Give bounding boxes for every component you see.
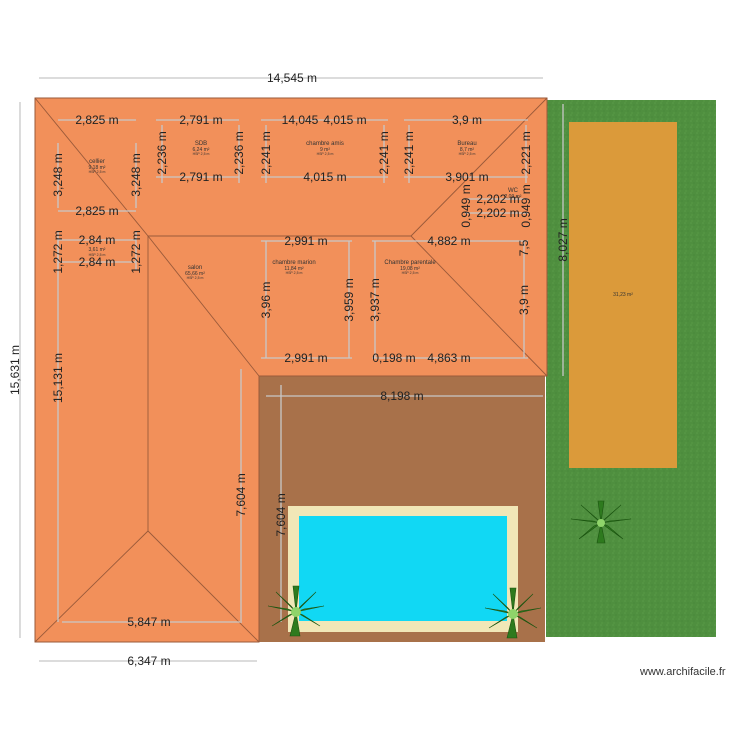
room-cellier-hsp: HSP 2,5 m [89,170,106,174]
room-entree-area: 3,61 m² [89,247,106,253]
palm-tree-icon [570,500,632,544]
garden-area-label: 31,23 m² [613,292,633,298]
dim-bureau-width-top: 3,9 m [452,113,482,127]
garden-bed [569,122,677,468]
dim-wc-width-top: 2,202 m [476,192,519,206]
dim-garden-height: 8,027 m [556,218,570,261]
dim-cellier-width-bottom: 2,825 m [75,204,118,218]
dimension-lines [19,77,564,662]
dim-amis-width-bottom: 4,015 m [303,170,346,184]
room-bureau-hsp: HSP 2,5 m [459,152,476,156]
room-entree-hsp: HSP 2,5 m [89,253,106,257]
room-sdb-name: SDB [195,141,207,147]
dim-entry-width-bottom: 2,84 m [79,255,116,269]
dim-cellier-width-top: 2,825 m [75,113,118,127]
dim-cellier-height-right: 3,248 m [129,153,143,196]
dim-marion-height-left: 3,96 m [259,282,273,319]
dim-sdb-width-bottom: 2,791 m [179,170,222,184]
dim-marion-width-bottom: 2,991 m [284,351,327,365]
dim-sdb-height-left: 2,236 m [155,131,169,174]
dim-bureau-height-left: 2,241 m [402,131,416,174]
dim-bottom-width: 6,347 m [127,654,170,668]
dim-terrace-width: 8,198 m [380,389,423,403]
dim-amis-height-right: 2,241 m [377,131,391,174]
room-salon-area: 65,66 m² [185,271,205,277]
dim-cellier-height-left: 3,248 m [51,153,65,196]
room-wc-name: WC [508,188,519,194]
pool-water [299,516,507,621]
dim-wc-width-bottom: 2,202 m [476,206,519,220]
room-salon-hsp: HSP 2,5 m [187,276,204,280]
dim-entry-height-right: 1,272 m [129,230,143,273]
room-marion-area: 11,84 m² [284,266,304,272]
room-parentale-hsp: HSP 2,5 m [402,271,419,275]
room-marion-name: chambre marion [272,260,315,266]
dim-overlap-top: 14,045 [282,113,319,127]
room-parentale-name: Chambre parentale [384,260,436,266]
room-salon-name: salon [188,265,202,271]
room-cellier-name: cellier [89,159,105,165]
roof-lines [34,97,548,643]
dim-overall-width: 14,545 m [267,71,317,85]
dim-amis-height-left: 2,241 m [259,131,273,174]
dim-sdb-width-top: 2,791 m [179,113,222,127]
watermark[interactable]: www.archifacile.fr [640,666,726,678]
room-parentale-area: 19,08 m² [400,266,420,272]
room-wc-area: 2,09 m² [505,194,522,200]
room-cellier-area: 9,18 m² [89,165,106,171]
dim-parentale-height-right: 3,9 m [517,285,531,315]
dim-marion-height-right: 3,959 m [342,278,356,321]
dim-overall-height: 15,631 m [8,345,22,395]
room-amis-area: 9 m² [320,147,330,153]
palm-tree-icon [267,585,325,637]
room-bureau-name: Bureau [457,141,476,147]
room-amis-hsp: HSP 2,5 m [317,152,334,156]
dim-sdb-height-right: 2,236 m [232,131,246,174]
dim-parentale-width-top: 4,882 m [427,234,470,248]
dim-entry-width-top: 2,84 m [79,233,116,247]
dim-gap-small: 0,198 m [372,351,415,365]
dim-parentale-height-left: 3,937 m [368,278,382,321]
dim-amis-width-top: 4,015 m [323,113,366,127]
dim-bureau-width-bottom: 3,901 m [445,170,488,184]
dim-terrace-height: 7,604 m [274,493,288,536]
room-amis-name: chambre amis [306,141,344,147]
dimension-labels: 14,545 m 15,631 m 6,347 m 5,847 m 15,131… [8,71,570,668]
dim-parentale-width-bottom: 4,863 m [427,351,470,365]
palm-tree-icon [484,587,542,639]
dim-wc-height-right: 0,949 m [519,184,533,227]
dim-salon-height: 7,604 m [234,473,248,516]
dim-wc-height-left: 0,949 m [459,184,473,227]
room-sdb-area: 6,24 m² [193,147,210,153]
dim-marion-width-top: 2,991 m [284,234,327,248]
room-sdb-hsp: HSP 2,5 m [193,152,210,156]
room-bureau-area: 8,7 m² [460,147,475,153]
dim-left-inner-height: 15,131 m [51,353,65,403]
dim-inner-bottom: 5,847 m [127,615,170,629]
dim-entry-height-left: 1,272 m [51,230,65,273]
dim-bureau-height-right: 2,221 m [519,131,533,174]
dim-right-height: 7,5 [517,239,531,256]
room-labels: cellier 9,18 m² HSP 2,5 m 3,61 m² HSP 2,… [89,141,522,280]
room-marion-hsp: HSP 2,5 m [286,271,303,275]
